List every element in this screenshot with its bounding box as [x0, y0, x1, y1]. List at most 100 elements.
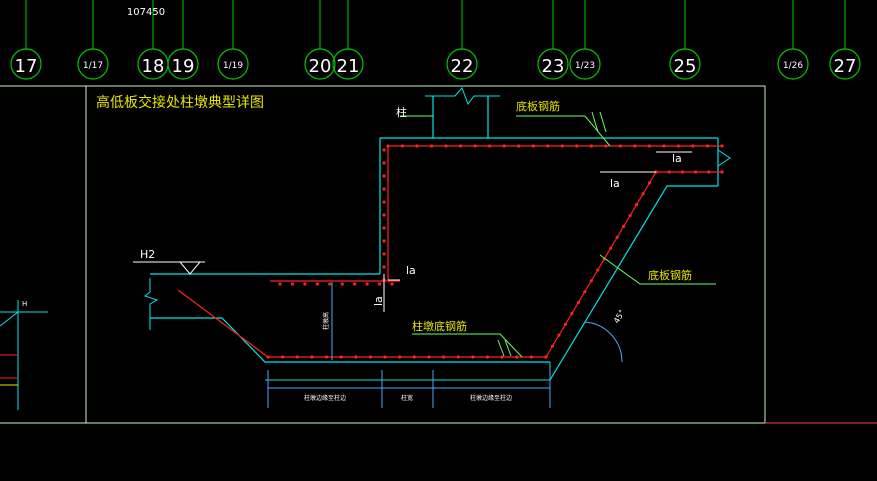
rebar-dot [459, 144, 463, 148]
rebar-dot [615, 235, 619, 239]
axis-bubble-21 [332, 48, 364, 80]
rebar-dot [529, 355, 533, 359]
rebar-dot [550, 344, 555, 348]
rebar-dot [383, 355, 387, 359]
bottom-rebar-top-label: 底板钢筋 [516, 99, 560, 113]
rebar-dot [382, 200, 386, 204]
rebar-dot [694, 170, 698, 174]
rebar-dot [628, 213, 632, 218]
rebar-dot [618, 144, 622, 148]
axis-label-1-17: 1/17 [83, 61, 103, 71]
axis-label-17: 17 [15, 56, 38, 77]
axis-label-20: 20 [309, 56, 332, 77]
rebar-dot [412, 355, 416, 359]
rebar-dot [368, 355, 373, 359]
rebar-dot [575, 144, 579, 148]
axis-label-1-23: 1/23 [575, 61, 595, 71]
axis-label-19: 19 [172, 56, 195, 77]
axis-bubble-25 [669, 48, 701, 80]
angle-arc [584, 321, 623, 363]
rebar-dot [563, 322, 568, 326]
axis-bubble-23 [537, 48, 569, 80]
rebar-dot [398, 355, 402, 359]
rebar-dot [517, 144, 521, 148]
rebar-dot [471, 355, 475, 359]
rebar-dot [570, 311, 574, 316]
slope-rebar-leader [599, 254, 716, 285]
rebar-dot [641, 192, 645, 196]
la-label-2: la [610, 177, 620, 190]
rebar-dot [382, 213, 386, 217]
rebar-dot [281, 355, 285, 359]
rebar-dot [633, 144, 637, 148]
h2-label: H2 [140, 248, 155, 261]
rebar-dot [290, 282, 295, 286]
rebar-dot [705, 144, 710, 148]
pier-rebar-tick2 [504, 339, 512, 357]
la-label-4: la [372, 296, 385, 306]
rebar-dot [324, 355, 329, 359]
leader-lines [400, 111, 716, 358]
rebar-dot [596, 268, 600, 272]
rebar-dot [382, 265, 386, 269]
la-label-3: la [406, 264, 416, 277]
rebar-dot [680, 170, 685, 174]
left-partial-detail: H [0, 300, 48, 410]
rebar-dot [707, 170, 711, 174]
rebar-dot [502, 144, 506, 148]
left-h-label: H [22, 300, 27, 308]
rebar-dot [353, 282, 357, 286]
bottom-rebar-top-tick1 [591, 111, 599, 133]
rebar-dot [315, 282, 319, 286]
low-slab-break [143, 278, 159, 330]
pier-rebar-tick1 [497, 339, 505, 357]
rebar-dot [676, 144, 681, 148]
rebar-dot [444, 144, 448, 148]
rebar-dot [382, 226, 386, 230]
rebar-dot [400, 144, 405, 148]
rebar-dot [382, 252, 386, 256]
rebar-dot [386, 144, 390, 148]
angle-label: 45° [612, 308, 627, 325]
rebar-dot [266, 355, 270, 359]
rebar-dot [390, 282, 394, 286]
rebar-dot [488, 144, 492, 148]
rebar-dot [500, 355, 504, 359]
rebar-dot [295, 355, 299, 359]
rebar-dot [441, 355, 446, 359]
rebar-dot [310, 355, 314, 359]
rebar-dot [720, 170, 724, 174]
la-label-1: la [672, 152, 682, 165]
rebar-dot [691, 144, 695, 148]
rebar-dot [576, 300, 580, 305]
rebar-dots [266, 144, 724, 359]
rebar-dot [557, 333, 561, 337]
top-dimension-text: 107450 [127, 7, 165, 18]
axis-label-27: 27 [834, 56, 857, 77]
rebar-dot [429, 144, 434, 148]
axis-bubble-1-19 [217, 48, 249, 80]
axis-label-21: 21 [337, 56, 360, 77]
bottom-rebar-top-leader [516, 115, 611, 147]
rebar-dot [589, 279, 593, 283]
rebar-dot [515, 355, 519, 359]
bottom-dim-label-3: 柱墩边缘至柱边 [470, 394, 512, 402]
rebar-dot [382, 239, 386, 243]
rebar-dot [531, 144, 535, 148]
rebar-dot [328, 282, 332, 286]
axis-label-22: 22 [451, 56, 474, 77]
rebar-dot [303, 282, 307, 286]
rebar-dot [720, 144, 724, 148]
rebar-dot [609, 246, 613, 250]
column-label: 柱 [396, 105, 407, 119]
rebar-dot [382, 161, 386, 165]
bottom-dim-label-2: 柱宽 [401, 394, 413, 402]
rebar-dot [354, 355, 358, 359]
bottom-dim-label-1: 柱墩边缘至柱边 [304, 394, 346, 402]
bottom-rebar-top-tick2 [599, 111, 607, 133]
rebar-dot [278, 282, 282, 286]
rebar-dot [634, 203, 639, 207]
rebar-dot [415, 144, 419, 148]
